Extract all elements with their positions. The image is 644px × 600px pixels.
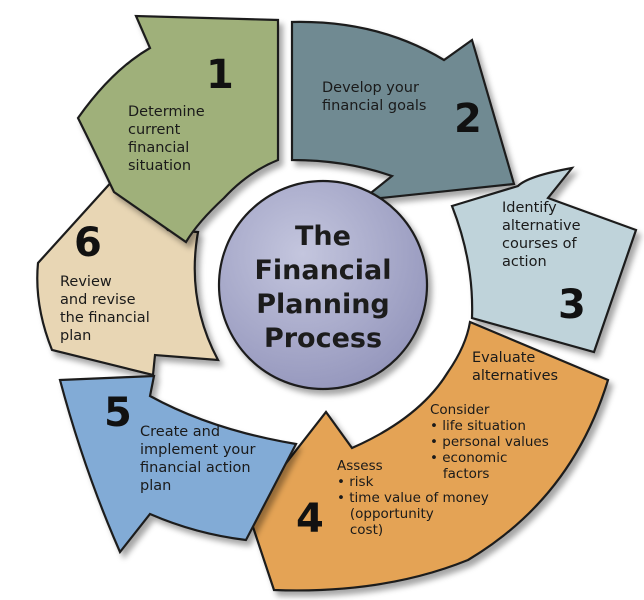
- step-5-number: 5: [104, 390, 132, 436]
- step-4-assess-item-4: cost): [337, 522, 383, 538]
- step-5-arrow: [58, 374, 298, 555]
- step-1-arrow-shape: [76, 14, 280, 244]
- step-2-label-line-1: Develop your: [322, 80, 419, 96]
- step-1-label-line-1: Determine: [128, 104, 205, 120]
- step-4-assess-title: Assess: [337, 458, 383, 474]
- center-circle: [217, 179, 429, 391]
- center-title-line-1: The: [295, 221, 351, 252]
- step-6-label-line-1: Review: [60, 274, 112, 290]
- step-5-label-line-3: financial action: [140, 460, 251, 476]
- step-1-arrow: [76, 14, 280, 244]
- step-5-arrow-shape: [58, 374, 298, 555]
- step-4-consider-title: Consider: [430, 402, 490, 418]
- step-5-label-line-1: Create and: [140, 424, 220, 440]
- step-3-label-line-3: courses of: [502, 236, 578, 252]
- step-6-arrow-shape: [36, 176, 220, 377]
- step-4-consider-item-3: • economic: [430, 450, 507, 466]
- step-4-assess-item-1: • risk: [337, 474, 374, 490]
- center-title-line-4: Process: [264, 323, 382, 354]
- step-6-label-line-2: and revise: [60, 292, 136, 308]
- step-2-label-line-2: financial goals: [322, 98, 426, 114]
- step-4-consider-item-2: • personal values: [430, 434, 549, 450]
- step-4-number: 4: [296, 496, 324, 542]
- step-1-label-line-4: situation: [128, 158, 191, 174]
- step-3-label-line-1: Identify: [502, 200, 557, 216]
- step-1-number: 1: [206, 52, 234, 98]
- step-5-label-line-4: plan: [140, 478, 171, 494]
- step-2-arrow: [290, 20, 516, 202]
- step-4-heading-line-2: alternatives: [472, 368, 558, 384]
- step-3-number: 3: [558, 282, 586, 328]
- step-6-arrow: [36, 176, 220, 377]
- step-4-heading-line-1: Evaluate: [472, 350, 535, 366]
- center-title-line-2: Financial: [254, 255, 391, 286]
- step-3-label-line-4: action: [502, 254, 547, 270]
- step-4-consider-item-4: factors: [430, 466, 489, 482]
- step-1-label-line-3: financial: [128, 140, 189, 156]
- step-3-label-line-2: alternative: [502, 218, 581, 234]
- step-6-label-line-4: plan: [60, 328, 91, 344]
- step-4-assess-item-3: (opportunity: [337, 506, 434, 522]
- step-6-number: 6: [74, 220, 102, 266]
- step-1-label-line-2: current: [128, 122, 181, 138]
- step-4-assess-item-2: • time value of money: [337, 490, 489, 506]
- step-4-arrow: [246, 320, 610, 592]
- step-6-label-line-3: the financial: [60, 310, 150, 326]
- step-5-label-line-2: implement your: [140, 442, 255, 458]
- step-3-arrow-shape: [450, 166, 638, 354]
- step-4-arrow-shape: [246, 320, 610, 592]
- step-2-arrow-shape: [290, 20, 516, 202]
- step-2-number: 2: [454, 96, 482, 142]
- step-3-arrow: [450, 166, 638, 354]
- step-4-consider-item-1: • life situation: [430, 418, 526, 434]
- center-title-line-3: Planning: [256, 289, 390, 320]
